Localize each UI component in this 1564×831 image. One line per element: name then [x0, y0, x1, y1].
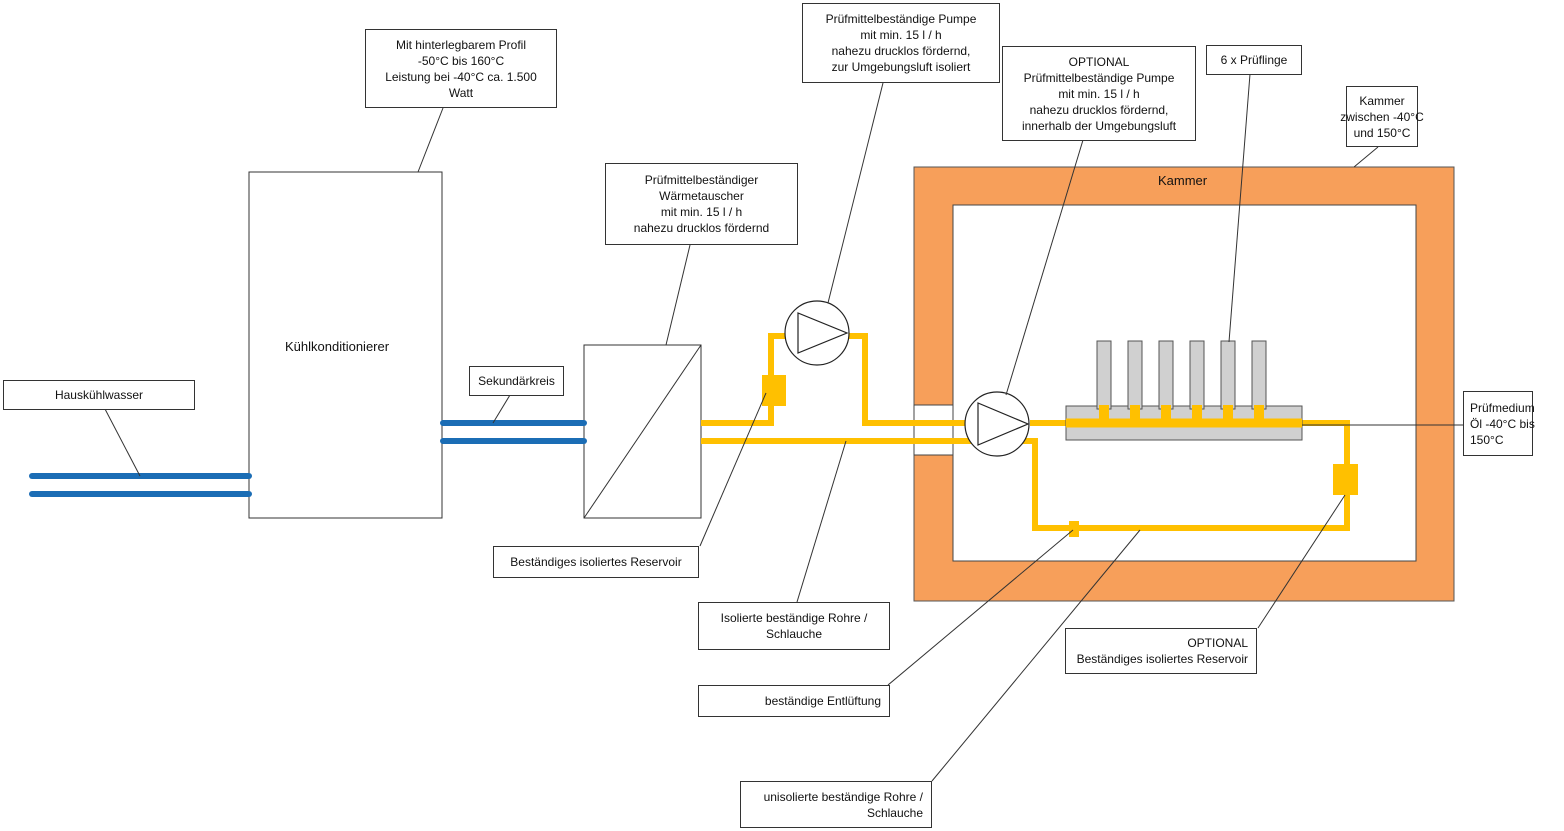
label-line: -50°C bis 160°C	[417, 53, 505, 68]
pruefling-1	[1096, 340, 1112, 410]
optional-reservoir	[1333, 464, 1358, 495]
label-line: Prüfmittelbeständige Pumpe	[825, 12, 977, 26]
label-isolierte-rohre: Isolierte beständige Rohre / Schlauche	[698, 602, 890, 650]
label-sekundaerkreis: Sekundärkreis	[469, 366, 564, 396]
label-line: Schlauche	[866, 805, 923, 820]
label-line: Wärmetauscher	[659, 189, 744, 203]
pruefling-2	[1127, 340, 1143, 410]
pruefling-connector-6	[1254, 405, 1264, 419]
label-kuehlkonditionierer: Kühlkonditionierer	[285, 339, 390, 354]
label-profil: Mit hinterlegbarem Profil-50°C bis 160°C…	[365, 29, 557, 108]
label-line: OPTIONAL	[1187, 636, 1248, 650]
label-line: Leistung bei -40°C ca. 1.500	[385, 69, 537, 84]
leader-waermetauscher	[665, 244, 691, 346]
label-line: Beständiges isoliertes Reservoir	[510, 555, 682, 569]
label-line: zur Umgebungsluft isoliert	[831, 60, 971, 74]
optional-pump-arrow	[977, 402, 1030, 446]
leader-optional-reservoir	[1257, 494, 1346, 629]
label-line: Beständiges isoliertes Reservoir	[1076, 652, 1248, 666]
label-unisolierte-rohre: unisolierte beständige Rohre /Schlauche	[740, 781, 932, 828]
label-pumpe: Prüfmittelbeständige Pumpe mit min. 15 l …	[802, 3, 1000, 83]
label-line: Isolierte beständige Rohre /	[720, 611, 868, 625]
house-water-pipes	[29, 473, 252, 497]
pump-arrow	[797, 312, 849, 354]
label-line: Öl -40°C bis	[1470, 416, 1535, 431]
pruefling-4	[1189, 340, 1205, 410]
label-line: Kammer	[1359, 93, 1405, 108]
label-line: Hauskühlwasser	[54, 388, 144, 402]
pruefling-connector-4	[1192, 405, 1202, 419]
pruefling-6	[1251, 340, 1267, 410]
leader-unisolierte-rohre	[931, 529, 1141, 782]
label-line: innerhalb der Umgebungsluft	[1021, 118, 1177, 133]
label-reservoir: Beständiges isoliertes Reservoir	[493, 546, 699, 578]
label-optional-reservoir: OPTIONAL Beständiges isoliertes Reservoir	[1065, 628, 1257, 674]
leader-entlueftung	[887, 529, 1074, 686]
label-line: mit min. 15 l / h	[1058, 86, 1140, 101]
pruefling-connector-2	[1130, 405, 1140, 419]
pump	[784, 300, 850, 366]
label-line: beständige Entlüftung	[764, 694, 881, 708]
label-line: unisolierte beständige Rohre /	[763, 789, 923, 804]
chamber-interior	[952, 204, 1417, 562]
dut-group	[1096, 340, 1267, 419]
vent	[1069, 521, 1079, 537]
leader-kammer	[1353, 146, 1379, 168]
label-line: zwischen -40°C	[1340, 109, 1424, 124]
label-pruefling: 6 x Prüflinge	[1206, 45, 1302, 75]
pruefling-connector-3	[1161, 405, 1171, 419]
label-line: nahezu drucklos fördernd,	[831, 44, 971, 58]
heat-exchanger-diagonal	[583, 344, 702, 519]
label-line: Schlauche	[765, 627, 823, 641]
leader-pumpe	[827, 82, 884, 304]
cooling-conditioner-box	[248, 171, 443, 519]
pruefling-5	[1220, 340, 1236, 410]
medium-pipe-pump-out	[849, 333, 966, 426]
leader-profil	[417, 107, 444, 173]
label-kammer-title: Kammer	[1158, 173, 1208, 188]
leader-lines	[104, 73, 1463, 782]
label-line: Prüfmedium	[1470, 400, 1535, 415]
leader-sekundaerkreis	[492, 394, 511, 424]
label-hauskuehlwasser: Hauskühlwasser	[3, 380, 195, 410]
leader-reservoir	[699, 392, 767, 547]
label-line: Prüfmittelbeständiger	[644, 173, 759, 187]
label-line: und 150°C	[1353, 125, 1411, 140]
pruefling-connector-5	[1223, 405, 1233, 419]
label-line: Prüfmittelbeständige Pumpe	[1023, 70, 1175, 85]
pruefling-connector-1	[1099, 405, 1109, 419]
label-line: Mit hinterlegbarem Profil	[395, 37, 527, 52]
label-line: mit min. 15 l / h	[860, 28, 942, 42]
optional-pump	[964, 391, 1030, 457]
label-line: OPTIONAL	[1068, 54, 1130, 69]
label-entlueftung: beständige Entlüftung	[698, 685, 890, 717]
label-line: Sekundärkreis	[478, 374, 555, 388]
leader-isolierte-rohre	[796, 440, 847, 603]
label-line: nahezu drucklos fördernd	[633, 221, 770, 235]
label-line: Watt	[448, 85, 474, 100]
chamber-passthrough	[913, 404, 954, 456]
label-line: 150°C	[1470, 432, 1504, 447]
label-line: mit min. 15 l / h	[660, 205, 743, 219]
pruefling-3	[1158, 340, 1174, 410]
label-line: 6 x Prüflinge	[1220, 53, 1288, 67]
secondary-circuit-pipes	[440, 420, 587, 444]
leader-pruefling	[1228, 73, 1251, 343]
leader-hauskuehlwasser	[104, 408, 141, 477]
leader-optional-pumpe	[1005, 139, 1084, 396]
label-line: nahezu drucklos fördernd,	[1029, 102, 1169, 117]
reservoir	[762, 375, 786, 406]
